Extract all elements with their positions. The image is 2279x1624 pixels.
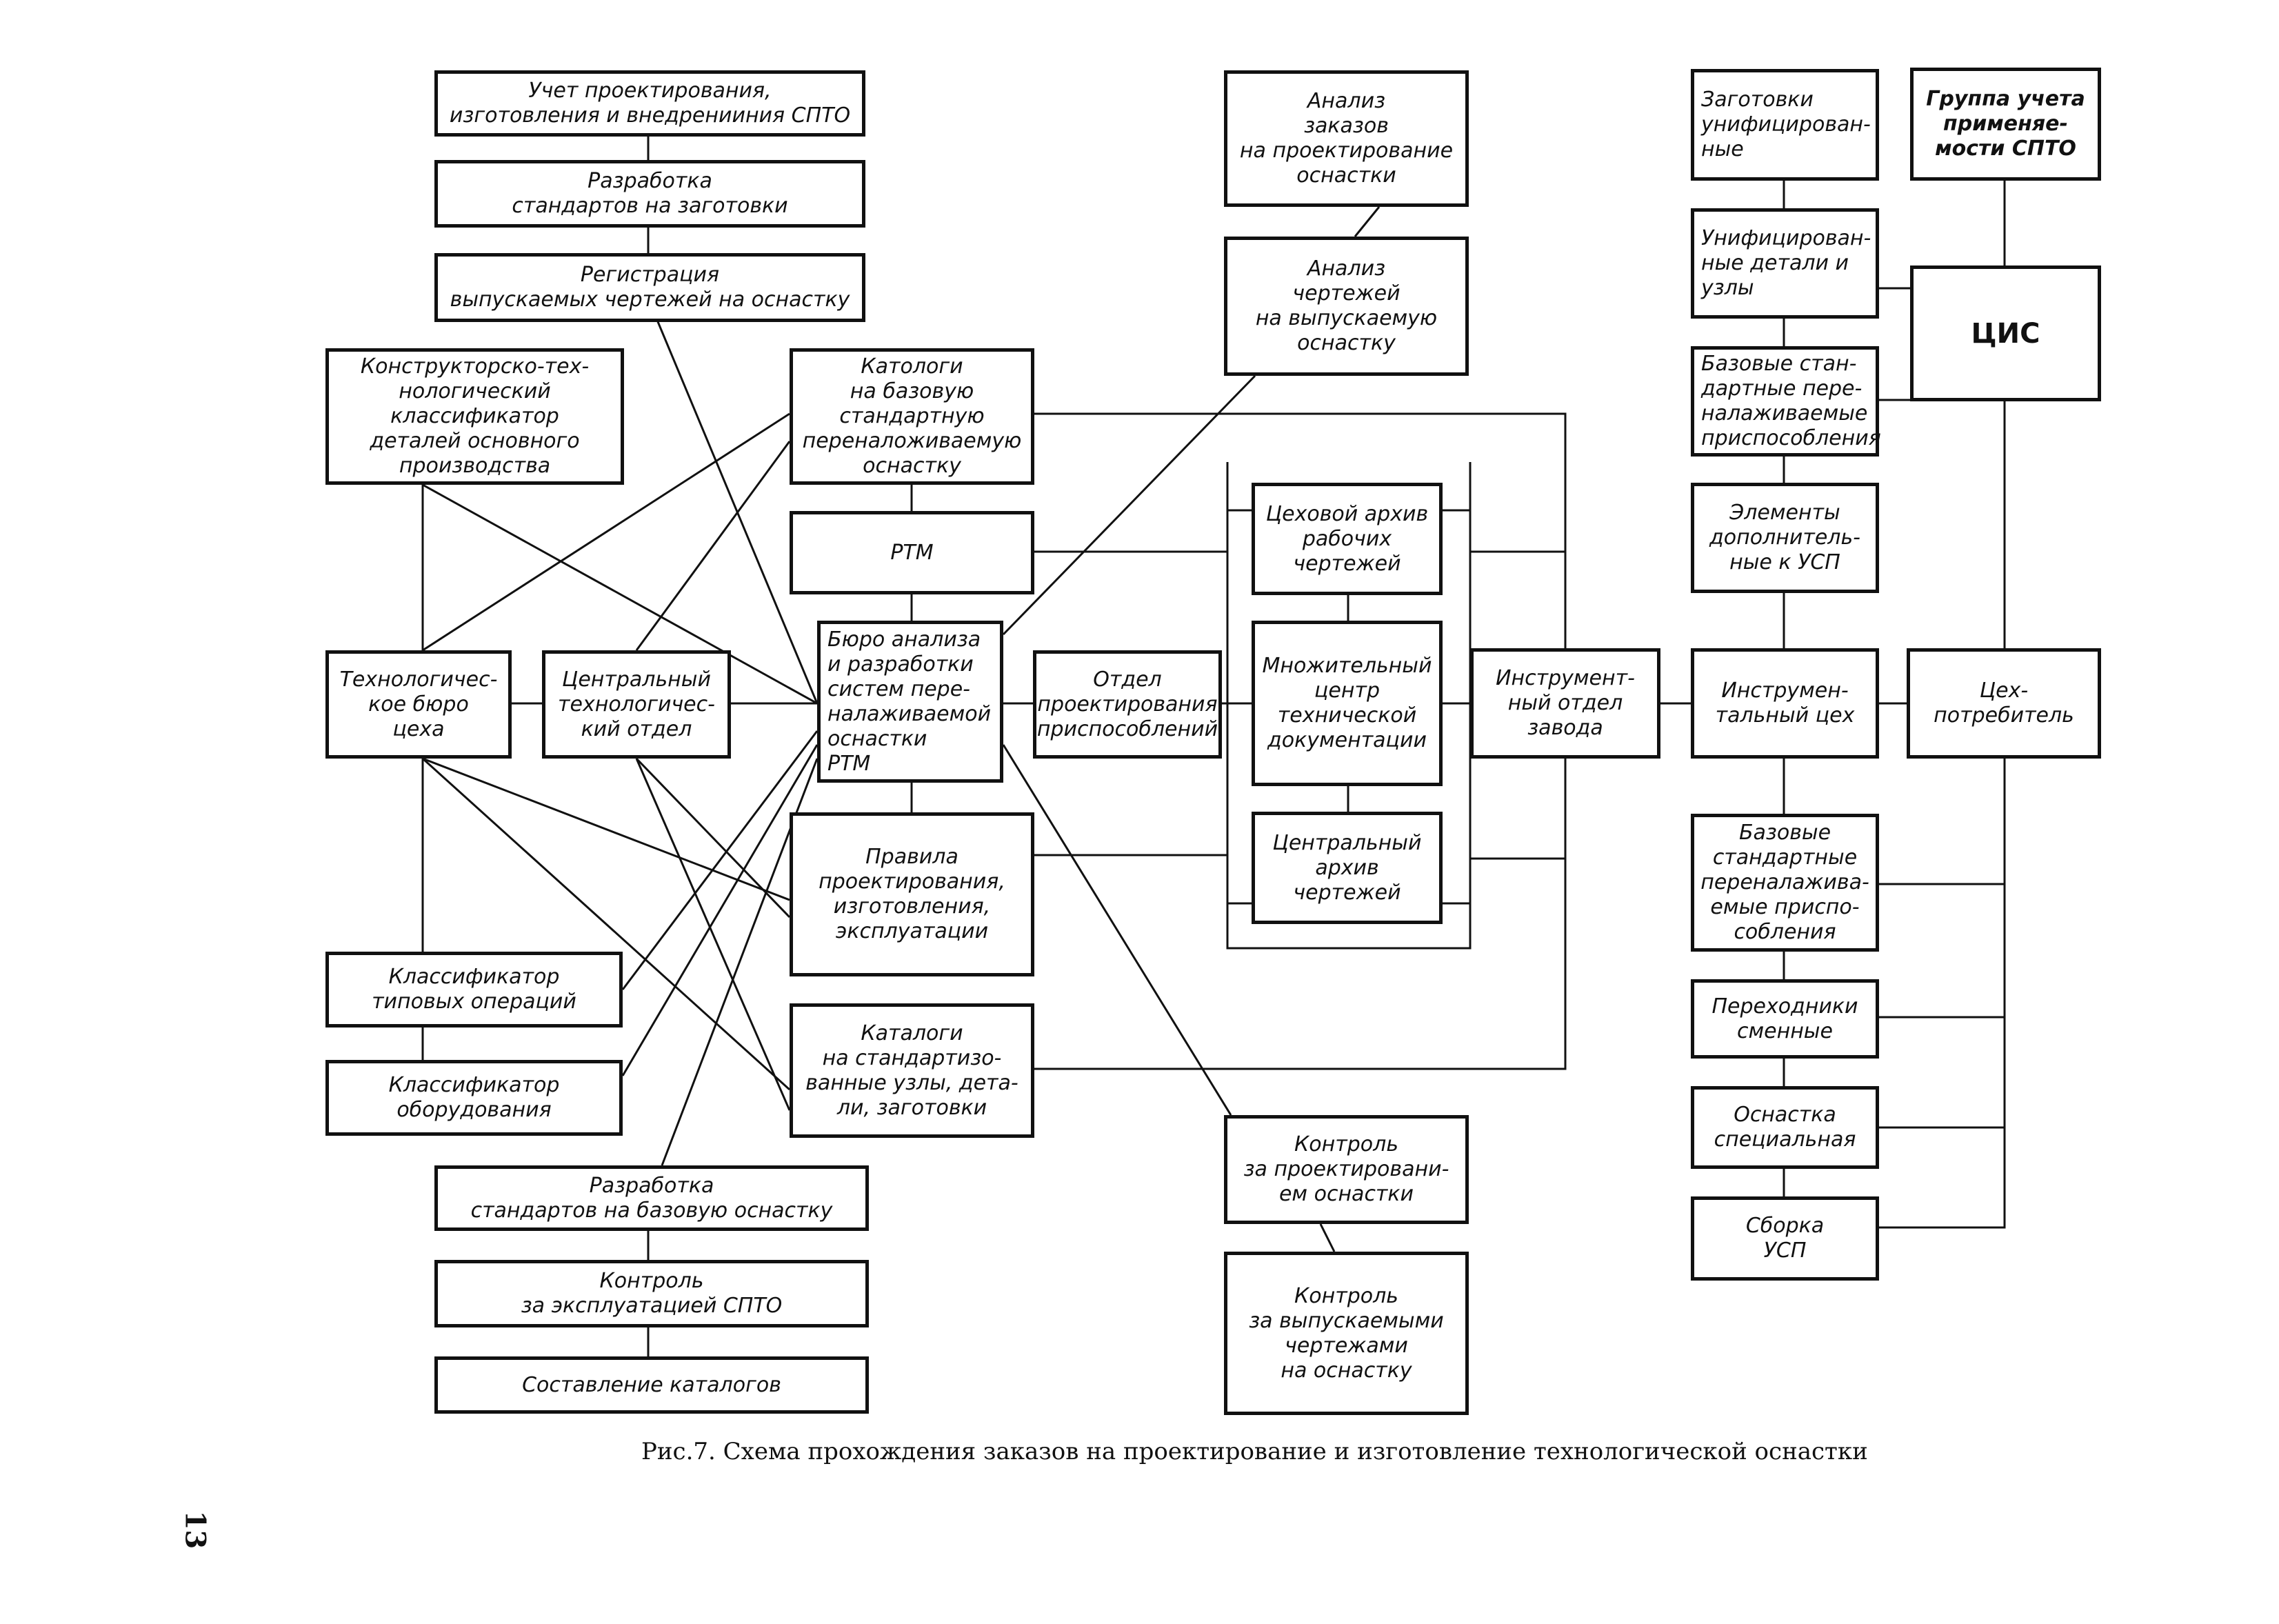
box-label: Инструмент- ный отдел завода xyxy=(1496,666,1635,740)
box-label: Множительный центр технической документа… xyxy=(1262,654,1432,752)
box-label: Переходники сменные xyxy=(1711,994,1858,1043)
box-katalogi-standartizovannye-uzly: Каталоги на стандартизо- ванные узлы, де… xyxy=(790,1003,1034,1138)
box-label: Разработка стандартов на базовую оснастк… xyxy=(470,1173,833,1223)
box-label: Регистрация выпускаемых чертежей на осна… xyxy=(450,263,850,312)
box-instrumentalnyj-cekh: Инструмен- тальный цех xyxy=(1691,648,1879,759)
box-katalogi-bazovaya-osnastka: Катологи на базовую стандартную перенало… xyxy=(790,348,1034,485)
box-label: Составление каталогов xyxy=(522,1372,781,1397)
box-label: Правила проектирования, изготовления, эк… xyxy=(819,845,1005,943)
box-cekhovoj-arkhiv: Цеховой архив рабочих чертежей xyxy=(1252,483,1443,595)
box-label: Классификатор типовых операций xyxy=(372,965,576,1014)
box-zagotovki-unificirovannye: Заготовки унифицирован- ные xyxy=(1691,69,1879,181)
box-label: Конструкторско-тех- нологический классиф… xyxy=(360,354,590,478)
box-label: Классификатор оборудования xyxy=(388,1073,560,1122)
box-rtm: РТМ xyxy=(790,511,1034,594)
box-analiz-zakazov: Анализ заказов на проектирование оснастк… xyxy=(1224,70,1469,207)
box-label: Базовые стан- дартные пере- налаживаемые… xyxy=(1701,352,1881,450)
box-label: Разработка стандартов на заготовки xyxy=(512,169,788,218)
box-label: Центральный архив чертежей xyxy=(1272,830,1422,905)
box-klassifikator-tipovykh-operacij: Классификатор типовых операций xyxy=(325,952,623,1027)
box-label: Отдел проектирования приспособлений xyxy=(1036,667,1218,741)
box-klassifikator-oborudovaniya: Классификатор оборудования xyxy=(325,1060,623,1136)
box-analiz-chertezhej: Анализ чертежей на выпускаемую оснастку xyxy=(1224,237,1469,376)
box-perekhodniki-smennye: Переходники сменные xyxy=(1691,979,1879,1059)
box-label: Контроль за эксплуатацией СПТО xyxy=(521,1269,783,1318)
box-bazovye-standartnye-prisposobleniya-2: Базовые стандартные переналажива- емые п… xyxy=(1691,814,1879,952)
box-osnastka-specialnaya: Оснастка специальная xyxy=(1691,1086,1879,1169)
box-label: Катологи на базовую стандартную перенало… xyxy=(802,354,1022,478)
box-sostavlenie-katalogov: Составление каталогов xyxy=(434,1356,869,1414)
box-label: РТМ xyxy=(890,540,934,565)
page-number: 13 xyxy=(179,1510,212,1550)
box-label: Оснастка специальная xyxy=(1714,1103,1856,1152)
box-razrabotka-standartov-bazovaya-osnastka: Разработка стандартов на базовую оснастк… xyxy=(434,1165,869,1231)
box-mnozhitelnyj-centr: Множительный центр технической документа… xyxy=(1252,621,1443,786)
box-label: Элементы дополнитель- ные к УСП xyxy=(1709,501,1860,574)
box-label: Центральный технологичес- кий отдел xyxy=(558,667,715,741)
box-label: Унифицирован- ные детали и узлы xyxy=(1701,226,1871,300)
figure-caption: Рис.7. Схема прохождения заказов на прое… xyxy=(641,1438,1868,1465)
box-label: Базовые стандартные переналажива- емые п… xyxy=(1700,821,1869,944)
box-registraciya-chertezhej: Регистрация выпускаемых чертежей на осна… xyxy=(434,253,865,322)
box-byuro-analiza-razrabotki: Бюро анализа и разработки систем пере- н… xyxy=(817,621,1003,783)
box-centralnyj-tekhnologicheskij-otdel: Центральный технологичес- кий отдел xyxy=(542,650,731,759)
box-gruppa-ucheta: Группа учета применяе- мости СПТО xyxy=(1910,68,2101,181)
box-uchet-proektirovaniya: Учет проектирования, изготовления и внед… xyxy=(434,70,865,137)
box-label: Контроль за выпускаемыми чертежами на ос… xyxy=(1249,1283,1444,1383)
box-cis: ЦИС xyxy=(1910,265,2101,401)
box-label: Контроль за проектировани- ем оснастки xyxy=(1243,1132,1449,1206)
box-unificirovannye-detali-uzly: Унифицирован- ные детали и узлы xyxy=(1691,208,1879,319)
box-label: Группа учета применяе- мости СПТО xyxy=(1926,87,2085,161)
box-label: Цеховой архив рабочих чертежей xyxy=(1265,501,1429,576)
box-elementy-dopolnitelnye-usp: Элементы дополнитель- ные к УСП xyxy=(1691,483,1879,593)
box-label: ЦИС xyxy=(1971,317,2040,350)
box-kontrol-proektirovaniya: Контроль за проектировани- ем оснастки xyxy=(1224,1115,1469,1224)
box-label: Цех- потребитель xyxy=(1934,679,2074,728)
box-sborka-usp: Сборка УСП xyxy=(1691,1196,1879,1281)
box-cekh-potrebitel: Цех- потребитель xyxy=(1907,648,2101,759)
box-label: Анализ заказов на проектирование оснастк… xyxy=(1239,89,1454,188)
box-label: Бюро анализа и разработки систем пере- н… xyxy=(827,627,992,776)
box-label: Сборка УСП xyxy=(1745,1214,1825,1263)
box-label: Заготовки унифицирован- ные xyxy=(1701,88,1871,161)
box-label: Каталоги на стандартизо- ванные узлы, де… xyxy=(805,1021,1018,1120)
box-otdel-proektirovaniya: Отдел проектирования приспособлений xyxy=(1033,650,1222,759)
box-kontrol-vypuskaemykh-chertezhej: Контроль за выпускаемыми чертежами на ос… xyxy=(1224,1252,1469,1415)
box-label: Учет проектирования, изготовления и внед… xyxy=(449,79,851,128)
box-label: Инструмен- тальный цех xyxy=(1715,679,1855,728)
box-label: Анализ чертежей на выпускаемую оснастку xyxy=(1255,257,1438,355)
box-centralnyj-arkhiv: Центральный архив чертежей xyxy=(1252,812,1443,924)
box-razrabotka-standartov-zagotovki: Разработка стандартов на заготовки xyxy=(434,160,865,228)
box-bazovye-standartnye-prisposobleniya-1: Базовые стан- дартные пере- налаживаемые… xyxy=(1691,346,1881,457)
box-kontrol-ekspluatacii-spto: Контроль за эксплуатацией СПТО xyxy=(434,1260,869,1327)
box-konstruktorsko-tekhnologicheskij-klassifikator: Конструкторско-тех- нологический классиф… xyxy=(325,348,624,485)
box-label: Технологичес- кое бюро цеха xyxy=(339,667,498,741)
box-instrumentalnyj-otdel-zavoda: Инструмент- ный отдел завода xyxy=(1470,648,1660,759)
box-pravila-proektirovaniya: Правила проектирования, изготовления, эк… xyxy=(790,812,1034,976)
box-tekhnologicheskoe-byuro-cekha: Технологичес- кое бюро цеха xyxy=(325,650,512,759)
